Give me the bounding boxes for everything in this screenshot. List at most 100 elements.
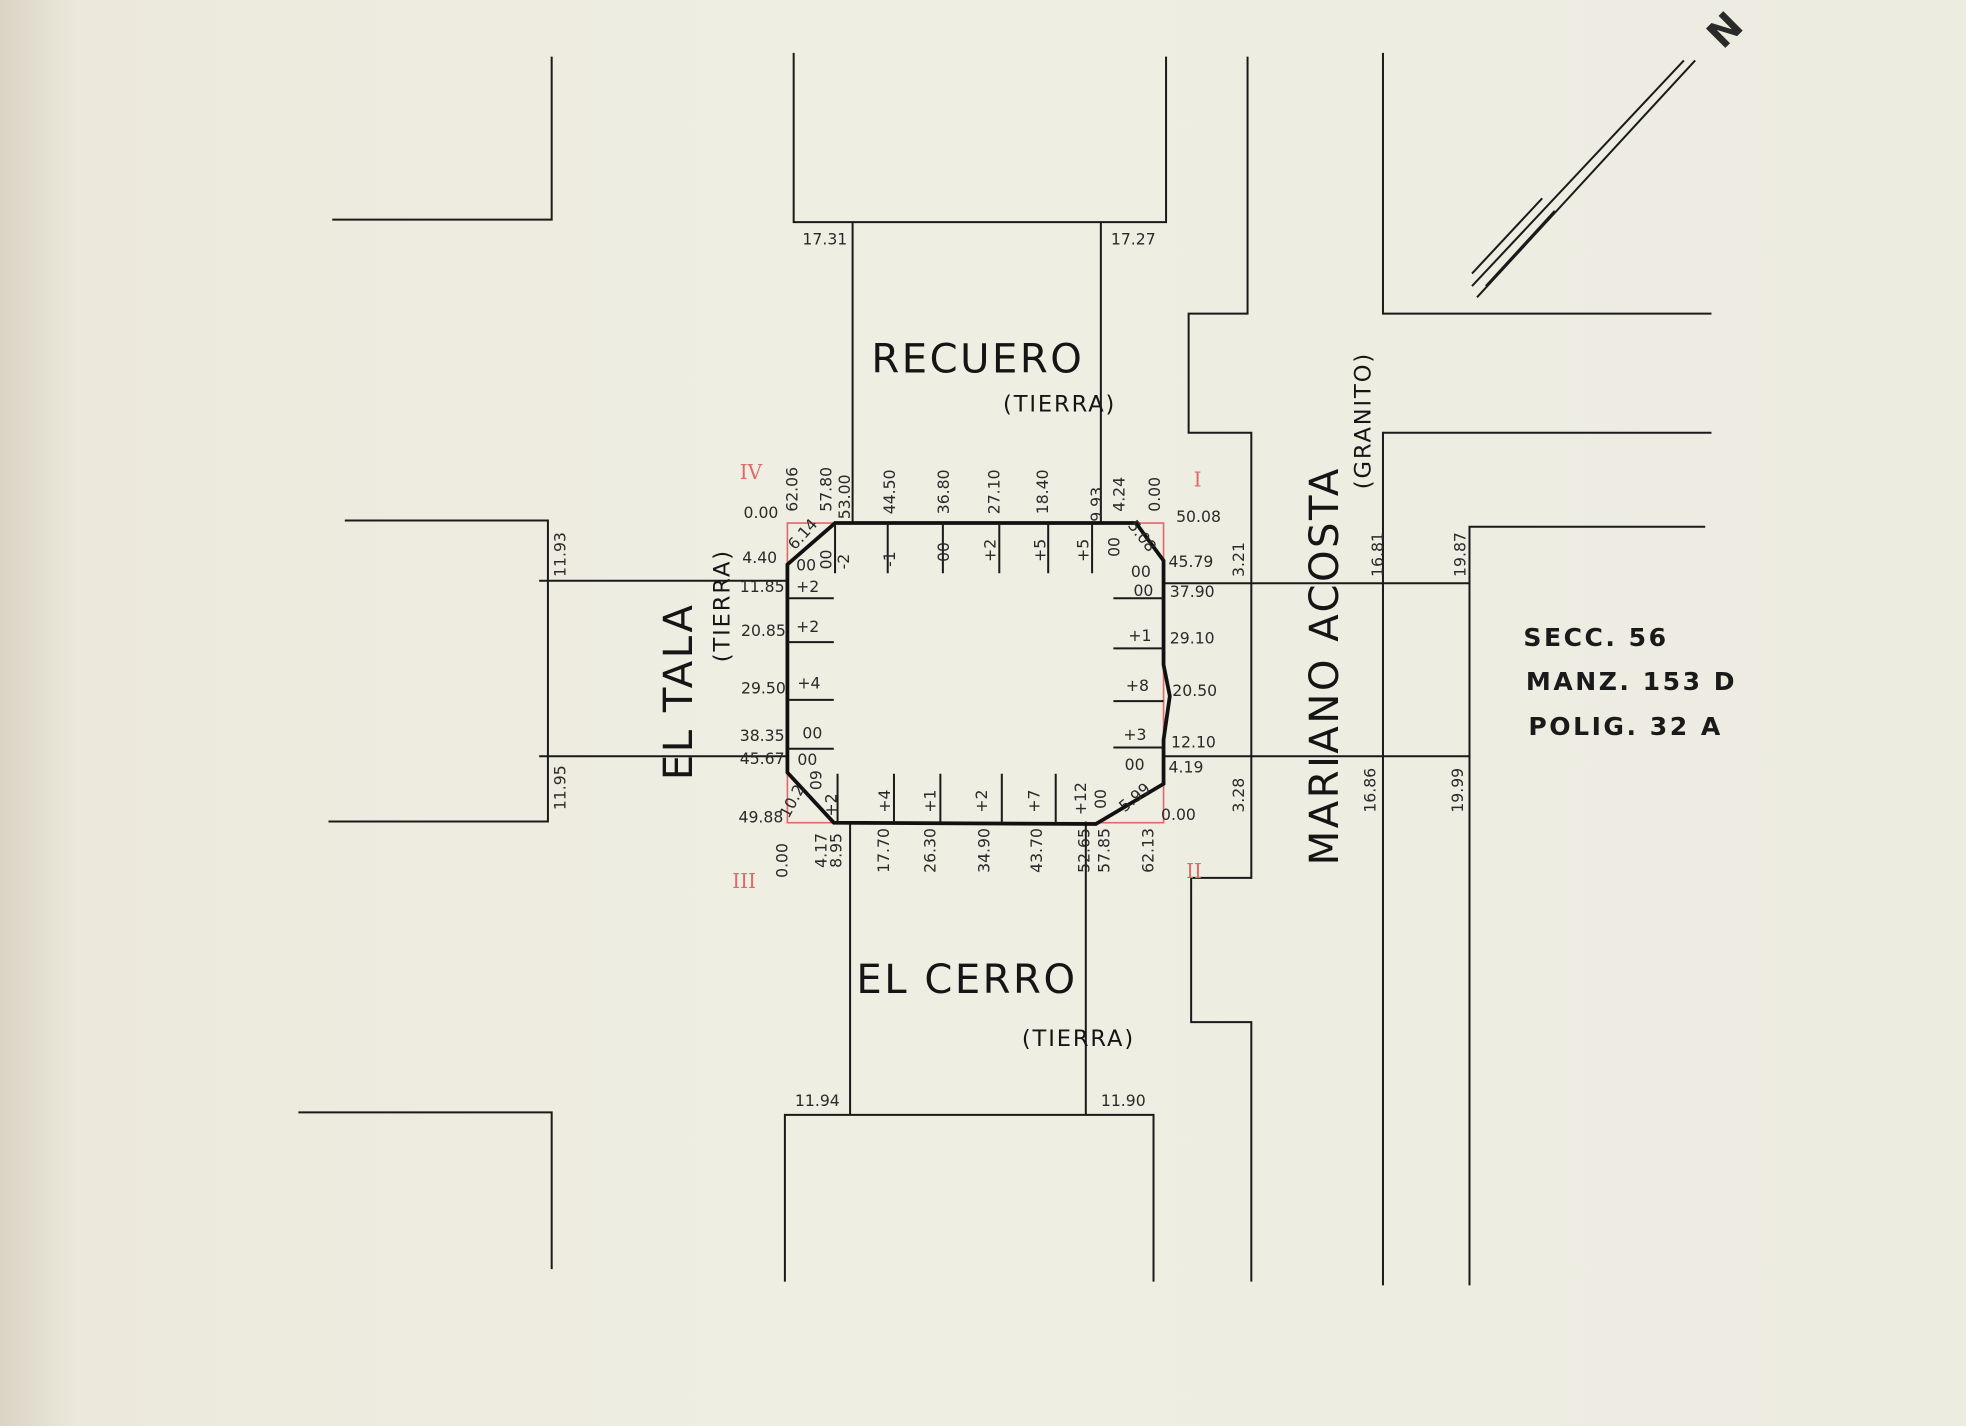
width-label: 16.81 bbox=[1368, 532, 1387, 577]
measure: 52.65 bbox=[1075, 828, 1094, 873]
measure: 27.10 bbox=[984, 469, 1003, 514]
width-label: 11.90 bbox=[1101, 1091, 1146, 1110]
width-label: 3.21 bbox=[1229, 542, 1248, 577]
measure: 20.85 bbox=[741, 621, 786, 640]
offset: +8 bbox=[1126, 676, 1149, 695]
street-surface-el-tala: (TIERRA) bbox=[710, 549, 736, 662]
offset: +4 bbox=[797, 674, 820, 693]
polygon-label: POLIG. 32 A bbox=[1528, 712, 1722, 741]
offset: 00 bbox=[1105, 537, 1124, 557]
offset: +2 bbox=[796, 577, 819, 596]
measure: 57.80 bbox=[816, 467, 835, 512]
measure: 37.90 bbox=[1170, 582, 1215, 601]
offset: +7 bbox=[1024, 790, 1043, 813]
street-name-mariano-acosta: MARIANO ACOSTA bbox=[1302, 466, 1348, 865]
measure: 8.95 bbox=[826, 833, 845, 868]
measure: 0.00 bbox=[744, 503, 779, 522]
width-label: 19.87 bbox=[1451, 532, 1470, 577]
measure: 29.50 bbox=[741, 679, 786, 698]
measure: 45.79 bbox=[1169, 552, 1214, 571]
offset: 00 bbox=[1131, 562, 1151, 581]
measure: 0.00 bbox=[1145, 477, 1164, 512]
surrounding-blocks bbox=[298, 52, 1712, 1286]
measure: 62.06 bbox=[782, 467, 801, 512]
offset: 00 bbox=[1091, 789, 1110, 809]
offset: +5 bbox=[1031, 539, 1050, 562]
block-label: MANZ. 153 D bbox=[1526, 667, 1737, 696]
offset: 00 bbox=[1133, 581, 1153, 600]
street-surface-el-cerro: (TIERRA) bbox=[1022, 1026, 1135, 1052]
width-label: 16.86 bbox=[1360, 768, 1379, 813]
measure: 26.30 bbox=[920, 828, 939, 873]
chamfer: 10.2 bbox=[775, 781, 808, 821]
corner-i: I bbox=[1194, 468, 1202, 492]
measure: 43.70 bbox=[1027, 828, 1046, 873]
measure: 20.50 bbox=[1172, 681, 1217, 700]
offset: +4 bbox=[875, 790, 894, 813]
block-polygon bbox=[785, 521, 1172, 826]
section-label: SECC. 56 bbox=[1523, 623, 1668, 652]
street-widths: 17.31 17.27 11.94 11.90 11.93 11.95 3.21… bbox=[550, 230, 1469, 1110]
offset: +2 bbox=[981, 539, 1000, 562]
offset-ticks bbox=[787, 523, 1164, 823]
measure: 18.40 bbox=[1033, 469, 1052, 514]
measure: 11.85 bbox=[740, 577, 785, 596]
measure: 4.40 bbox=[742, 548, 777, 567]
width-label: 19.99 bbox=[1448, 768, 1467, 813]
measure: 29.10 bbox=[1170, 628, 1215, 647]
measure: 4.19 bbox=[1169, 758, 1204, 777]
measure: 50.08 bbox=[1176, 507, 1221, 526]
measure: 9.93 bbox=[1087, 487, 1106, 522]
offset: +2 bbox=[821, 793, 840, 816]
width-label: 17.31 bbox=[802, 230, 847, 249]
offset: -2 bbox=[834, 554, 853, 570]
offset: 00 bbox=[934, 542, 953, 562]
measure: 0.00 bbox=[772, 843, 791, 878]
width-label: 11.95 bbox=[550, 765, 569, 810]
offset: +1 bbox=[920, 790, 939, 813]
measure: 45.67 bbox=[740, 749, 785, 768]
street-name-el-cerro: EL CERRO bbox=[856, 957, 1077, 1003]
bottom-side-measurements: 0.00 4.17 8.95 17.70 26.30 34.90 43.70 5… bbox=[772, 770, 1157, 878]
measure: 36.80 bbox=[934, 469, 953, 514]
measure: 34.90 bbox=[974, 828, 993, 873]
measure: 44.50 bbox=[880, 469, 899, 514]
width-label: 3.28 bbox=[1229, 778, 1248, 813]
measure: 17.70 bbox=[874, 828, 893, 873]
street-surface-mariano-acosta: (GRANITO) bbox=[1350, 352, 1376, 489]
offset: +2 bbox=[972, 790, 991, 813]
width-label: 11.93 bbox=[550, 532, 569, 577]
street-name-recuero: RECUERO bbox=[871, 337, 1084, 383]
chamfer: 09 bbox=[806, 770, 825, 790]
offset: +1 bbox=[1128, 626, 1151, 645]
measure: 4.17 bbox=[811, 833, 830, 868]
measure: 4.24 bbox=[1110, 477, 1129, 512]
offset: -1 bbox=[880, 551, 899, 567]
left-side-measurements: 4.40 11.85 20.85 29.50 38.35 45.67 49.88… bbox=[739, 548, 823, 827]
north-label: N bbox=[1698, 3, 1751, 56]
corner-ii: II bbox=[1186, 859, 1202, 883]
offset: 00 bbox=[802, 724, 822, 743]
offset: 00 bbox=[797, 750, 817, 769]
measure: 62.13 bbox=[1139, 828, 1158, 873]
right-side-measurements: 45.79 37.90 29.10 20.50 12.10 4.19 0.00 … bbox=[1123, 552, 1217, 824]
measure: 12.10 bbox=[1171, 732, 1216, 751]
measure: 53.00 bbox=[835, 474, 854, 519]
measure: 57.85 bbox=[1095, 828, 1114, 873]
measure: 38.35 bbox=[740, 726, 785, 745]
chamfer: 6.14 bbox=[784, 515, 821, 554]
offset: +3 bbox=[1123, 725, 1146, 744]
measure: 49.88 bbox=[739, 808, 784, 827]
street-name-el-tala: EL TALA bbox=[656, 603, 702, 781]
offset: +5 bbox=[1073, 539, 1092, 562]
width-label: 17.27 bbox=[1111, 230, 1156, 249]
offset: 00 bbox=[1125, 755, 1145, 774]
offset: 00 bbox=[796, 556, 816, 575]
corner-iii: III bbox=[732, 869, 756, 893]
north-arrow-icon: N bbox=[1471, 3, 1752, 299]
offset: 00 bbox=[816, 549, 835, 569]
corner-iv: IV bbox=[740, 460, 763, 484]
street-surface-recuero: (TIERRA) bbox=[1003, 391, 1116, 417]
